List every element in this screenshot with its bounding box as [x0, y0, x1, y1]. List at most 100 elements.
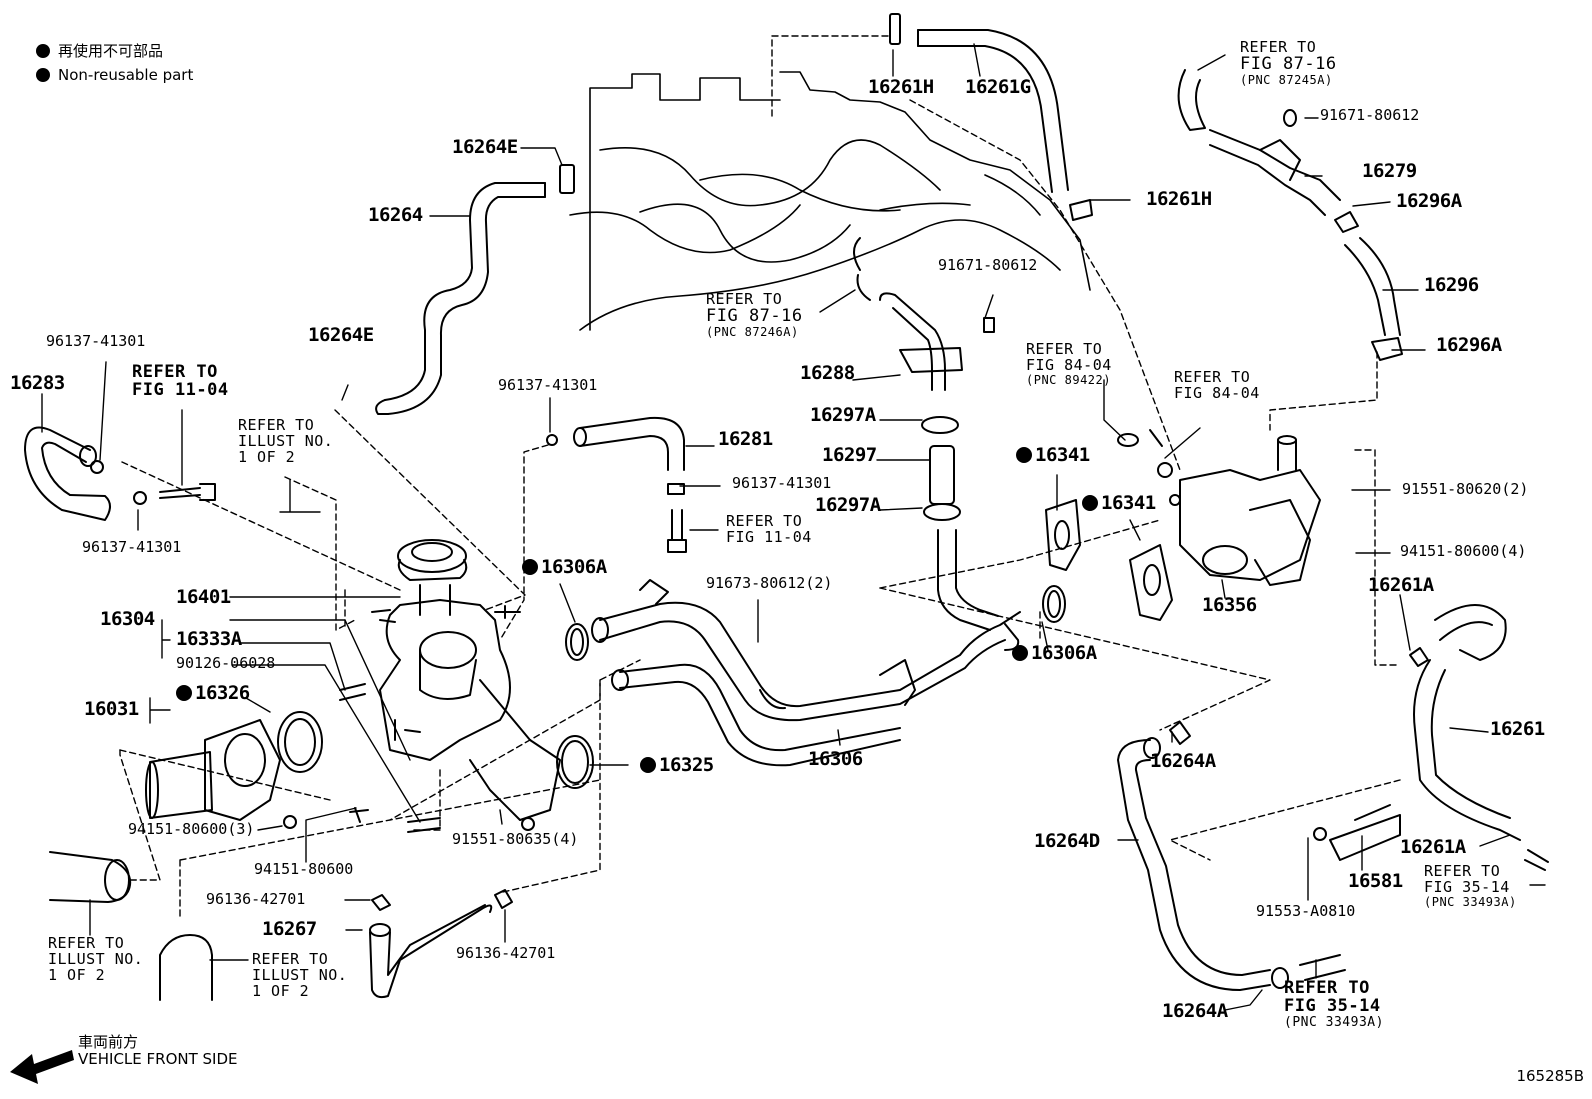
part-label: 16267 — [262, 918, 317, 940]
part-label-non-reusable: 16341 — [1016, 446, 1090, 465]
water-outlet-16356 — [1117, 429, 1321, 586]
part-label: 16304 — [100, 608, 155, 630]
part-label: 16261G — [965, 76, 1031, 98]
part-label: 16581 — [1348, 870, 1403, 892]
part-label-non-reusable: 16326 — [176, 684, 250, 703]
part-label: 94151-80600(3) — [128, 820, 255, 838]
part-label: 16261A — [1368, 574, 1434, 596]
front-direction-arrow — [10, 1050, 74, 1084]
part-label: 91551-80635(4) — [452, 830, 579, 848]
non-reusable-dot-icon — [36, 68, 50, 82]
part-label: 90126-06028 — [176, 654, 276, 672]
legend-jp: 再使用不可部品 — [36, 40, 163, 61]
part-label: 16356 — [1202, 594, 1257, 616]
gaskets-16341 — [1045, 499, 1173, 621]
part-label: 96137-41301 — [732, 474, 832, 492]
hose-16267 — [369, 889, 513, 999]
part-label: 16261A — [1400, 836, 1466, 858]
front-direction-label: 車両前方 VEHICLE FRONT SIDE — [78, 1033, 238, 1069]
part-label: 91673-80612(2) — [706, 574, 833, 592]
gasket-rings — [556, 585, 1066, 789]
hose-16264 — [375, 164, 575, 415]
hose-16261g — [889, 13, 1093, 221]
intake-manifold — [569, 71, 1091, 331]
non-reusable-dot-icon — [176, 685, 192, 701]
part-label: 16297 — [822, 444, 877, 466]
pipe-16281 — [546, 416, 687, 553]
part-label: 91553-A0810 — [1256, 902, 1356, 920]
part-label: 16297A — [810, 404, 876, 426]
part-label: 16296A — [1396, 190, 1462, 212]
part-label: 96137-41301 — [498, 376, 598, 394]
cut-hoses-bottom-left — [49, 851, 213, 1001]
part-label: 16296 — [1424, 274, 1479, 296]
legend-en-text: Non-reusable part — [58, 66, 194, 84]
pipe-16306 — [591, 579, 1021, 767]
legend-jp-text: 再使用不可部品 — [58, 42, 164, 60]
thermostat-16031 — [145, 711, 369, 829]
part-label: 96136-42701 — [206, 890, 306, 908]
non-reusable-dot-icon — [1082, 495, 1098, 511]
part-label-non-reusable: 16341 — [1082, 494, 1156, 513]
water-pump-assembly — [339, 539, 561, 833]
part-label: 91671-80612 — [938, 256, 1038, 274]
part-label: 16306 — [808, 748, 863, 770]
front-direction-jp: 車両前方 — [78, 1033, 139, 1051]
non-reusable-dot-icon — [522, 559, 538, 575]
pipe-16279-hose-16296 — [1177, 69, 1403, 361]
part-label: 16401 — [176, 586, 231, 608]
front-direction-en: VEHICLE FRONT SIDE — [78, 1050, 238, 1069]
hose-16261 — [1409, 604, 1549, 871]
part-label: 16261H — [868, 76, 934, 98]
part-label: 91551-80620(2) — [1402, 480, 1529, 498]
part-label-non-reusable: 16306A — [1012, 644, 1097, 663]
part-label: 16297A — [815, 494, 881, 516]
part-label: 16264D — [1034, 830, 1100, 852]
part-label: 16296A — [1436, 334, 1502, 356]
part-label-non-reusable: 16325 — [640, 756, 714, 775]
part-label: 16261 — [1490, 718, 1545, 740]
part-label: 16283 — [10, 372, 65, 394]
part-label: 16333A — [176, 628, 242, 650]
reference-lines — [119, 35, 1401, 921]
non-reusable-dot-icon — [1016, 447, 1032, 463]
part-label-non-reusable: 16306A — [522, 558, 607, 577]
part-label: 91671-80612 — [1320, 106, 1420, 124]
part-label: 96136-42701 — [456, 944, 556, 962]
legend-en: Non-reusable part — [36, 66, 193, 84]
part-label: 16264E — [308, 324, 374, 346]
part-label: 96137-41301 — [46, 332, 146, 350]
part-label: 16288 — [800, 362, 855, 384]
part-label: 16261H — [1146, 188, 1212, 210]
hose-16283 — [24, 426, 216, 521]
non-reusable-dot-icon — [640, 757, 656, 773]
part-label: 16264A — [1150, 750, 1216, 772]
part-label: 16264E — [452, 136, 518, 158]
hose-16288-group — [853, 237, 999, 631]
part-label: 16279 — [1362, 160, 1417, 182]
figure-id: 165285B — [1516, 1067, 1584, 1085]
part-label: 94151-80600(4) — [1400, 542, 1527, 560]
part-label: 16281 — [718, 428, 773, 450]
part-label: 16264A — [1162, 1000, 1228, 1022]
leader-lines — [41, 43, 1546, 1011]
part-label: 16264 — [368, 204, 423, 226]
part-label: 96137-41301 — [82, 538, 182, 556]
hose-16264d — [1117, 721, 1401, 991]
part-label: 94151-80600 — [254, 860, 354, 878]
part-label: 16031 — [84, 698, 139, 720]
non-reusable-dot-icon — [1012, 645, 1028, 661]
